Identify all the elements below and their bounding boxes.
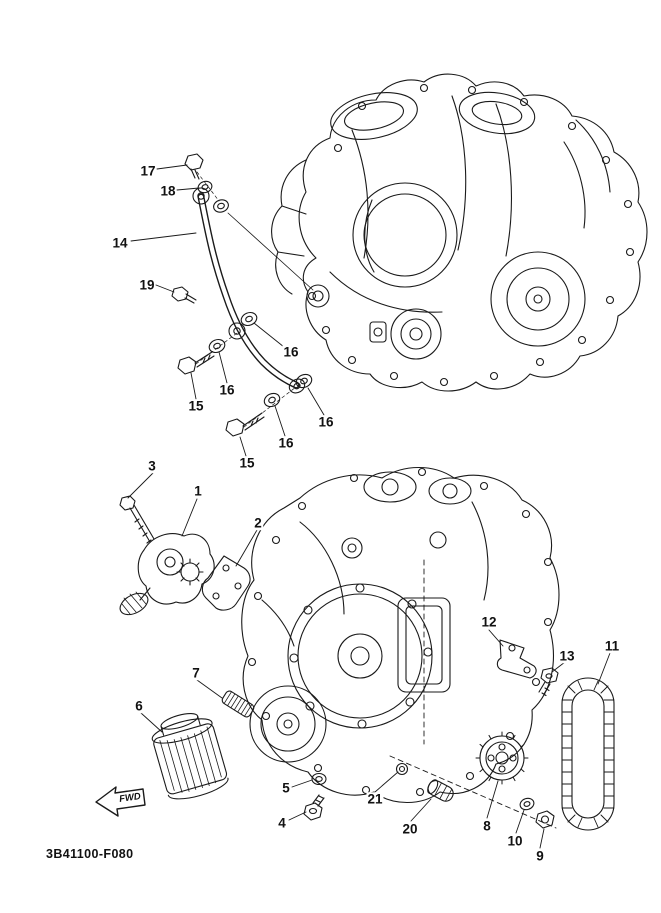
callout-7[interactable]: 7 xyxy=(191,665,201,681)
callout-16-d[interactable]: 16 xyxy=(317,414,335,430)
callout-3[interactable]: 3 xyxy=(147,458,157,474)
part-2-gasket xyxy=(201,555,251,611)
callout-21[interactable]: 21 xyxy=(366,791,384,807)
callout-15-a[interactable]: 15 xyxy=(187,398,205,414)
callout-5[interactable]: 5 xyxy=(281,780,291,796)
part-7-fitting xyxy=(221,690,255,718)
fwd-arrow-icon xyxy=(95,786,146,817)
callout-4[interactable]: 4 xyxy=(277,815,287,831)
leader-lines xyxy=(127,164,611,849)
part-21-oring xyxy=(395,762,409,776)
callout-13[interactable]: 13 xyxy=(558,648,576,664)
callout-16-b[interactable]: 16 xyxy=(218,382,236,398)
callout-18[interactable]: 18 xyxy=(159,183,177,199)
callout-12[interactable]: 12 xyxy=(480,614,498,630)
callout-16-a[interactable]: 16 xyxy=(282,344,300,360)
callout-17[interactable]: 17 xyxy=(139,163,157,179)
crankcase-lower-illustration xyxy=(241,467,560,829)
callout-9[interactable]: 9 xyxy=(535,848,545,864)
part-17-bolt xyxy=(184,153,204,180)
part-19-bolt xyxy=(171,286,197,304)
part-1-oil-pump xyxy=(119,533,215,616)
part-15-bolts xyxy=(177,332,297,437)
callout-14[interactable]: 14 xyxy=(111,235,129,251)
callout-8[interactable]: 8 xyxy=(482,818,492,834)
part-10-washer xyxy=(519,797,535,811)
callout-19[interactable]: 19 xyxy=(138,277,156,293)
part-20-collar xyxy=(427,779,454,802)
callout-20[interactable]: 20 xyxy=(401,821,419,837)
oil-pipe-assembly xyxy=(171,153,313,437)
callout-16-c[interactable]: 16 xyxy=(277,435,295,451)
callout-11[interactable]: 11 xyxy=(603,638,621,654)
part-4-plug-bolt xyxy=(303,794,325,821)
part-11-chain xyxy=(561,677,615,831)
callout-10[interactable]: 10 xyxy=(506,833,524,849)
part-3-bolt xyxy=(119,495,155,544)
part-13-bolt xyxy=(538,667,559,697)
part-6-oil-filter xyxy=(151,713,229,800)
callout-2[interactable]: 2 xyxy=(253,515,263,531)
diagram-part-code: 3B41100-F080 xyxy=(46,847,134,861)
part-5-oring xyxy=(311,772,327,786)
part-12-bracket xyxy=(496,639,537,679)
callout-15-b[interactable]: 15 xyxy=(238,455,256,471)
callout-6[interactable]: 6 xyxy=(134,698,144,714)
oil-pump-group xyxy=(119,495,251,616)
callout-1[interactable]: 1 xyxy=(193,483,203,499)
part-14-oil-pipe xyxy=(192,171,306,394)
engine-upper-illustration xyxy=(227,73,648,392)
part-8-sprocket xyxy=(475,731,529,785)
part-9-nut xyxy=(535,810,555,829)
